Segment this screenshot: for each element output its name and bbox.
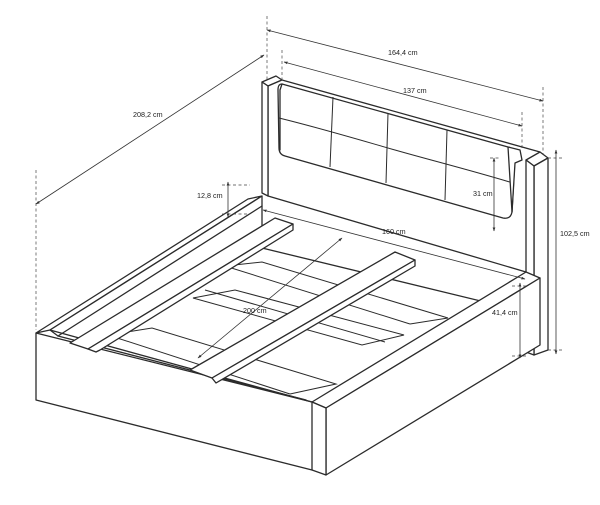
- dimension-labels: 164,4 cm 137 cm 208,2 cm 102,5 cm 31 cm …: [133, 48, 590, 317]
- mattress-width-label: 160 cm: [382, 227, 406, 236]
- total-width-label: 164,4 cm: [388, 48, 418, 57]
- frame-height-label: 41,4 cm: [492, 308, 518, 317]
- dimension-lines: [35, 16, 562, 359]
- total-height-label: 102,5 cm: [560, 229, 590, 238]
- panel-height-label: 31 cm: [473, 189, 493, 198]
- side-rail-height-label: 12,8 cm: [197, 191, 223, 200]
- mattress-length-label: 200 cm: [243, 306, 267, 315]
- total-length-label: 208,2 cm: [133, 110, 163, 119]
- bed-frame: [35, 195, 541, 476]
- panel-width-label: 137 cm: [403, 86, 427, 95]
